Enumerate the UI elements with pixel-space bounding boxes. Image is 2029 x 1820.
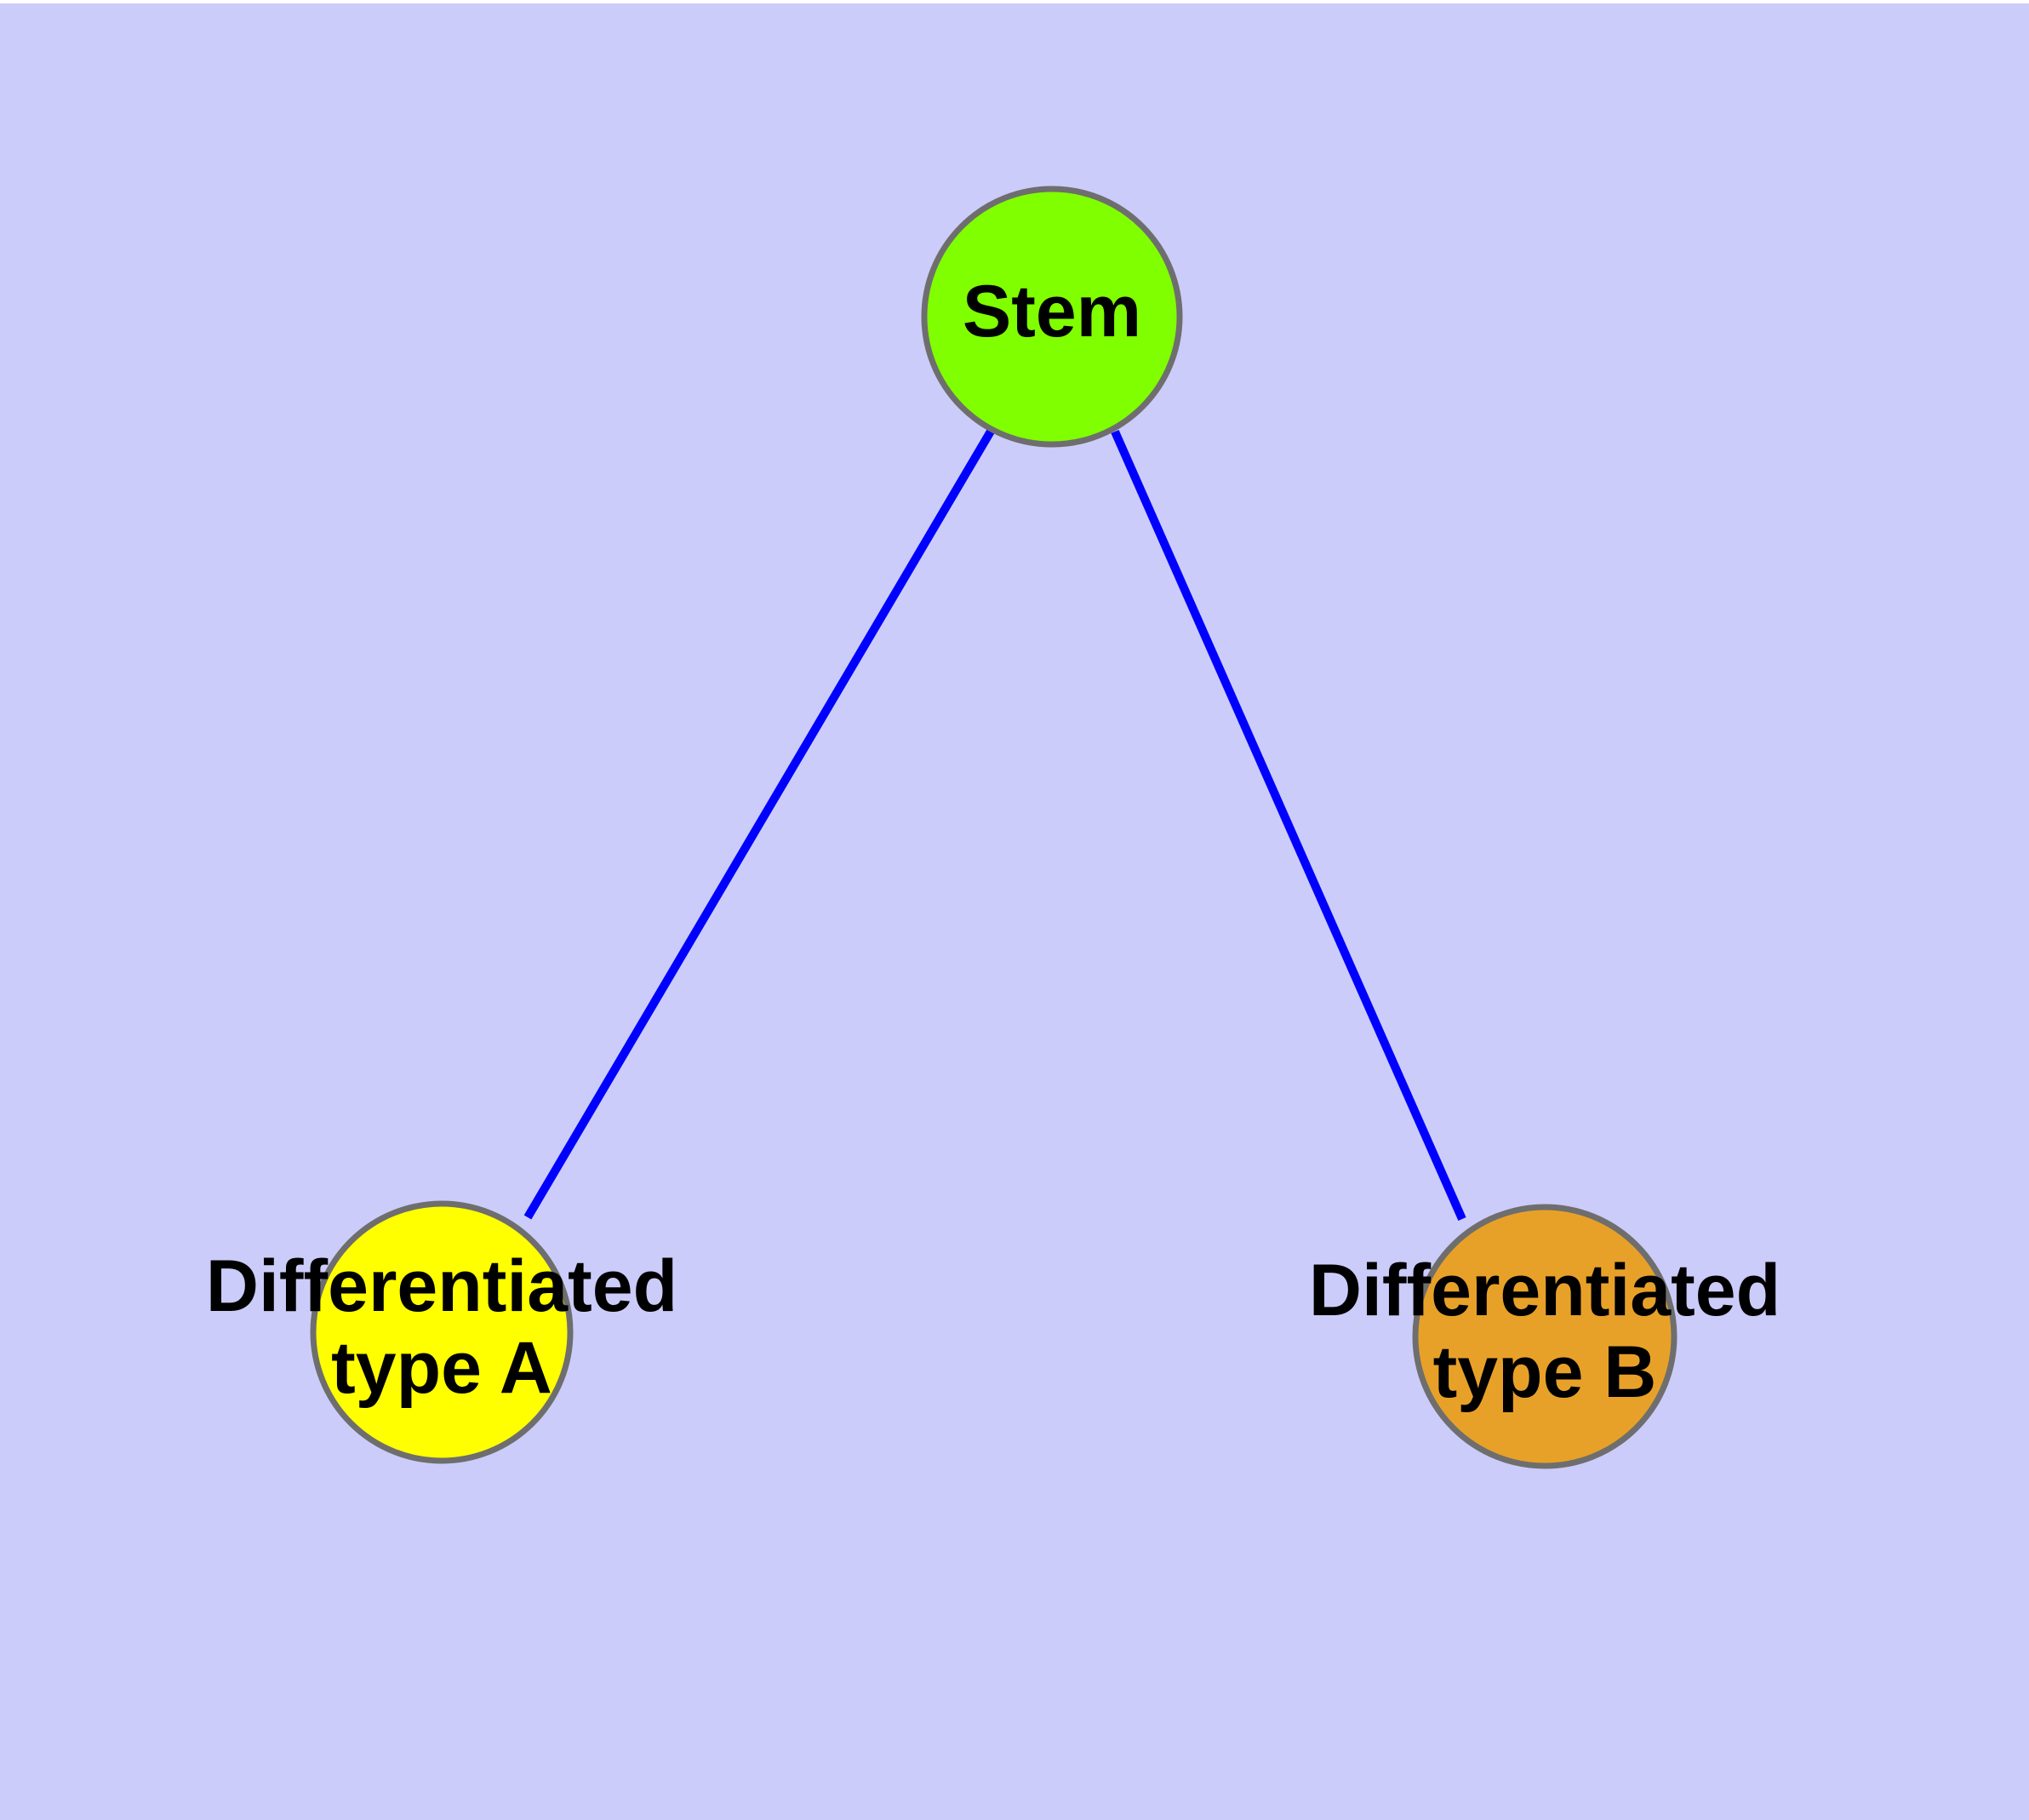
graph-edge-stem-to-a[interactable] [523,427,996,1220]
graph-node-diff_a[interactable] [310,1200,574,1464]
edges-layer [523,427,1466,1222]
graph-node-diff_b[interactable] [1412,1204,1677,1469]
graph-node-stem[interactable] [921,186,1183,448]
graph-edge-stem-to-b[interactable] [1111,429,1466,1222]
nodes-layer [310,186,1677,1469]
